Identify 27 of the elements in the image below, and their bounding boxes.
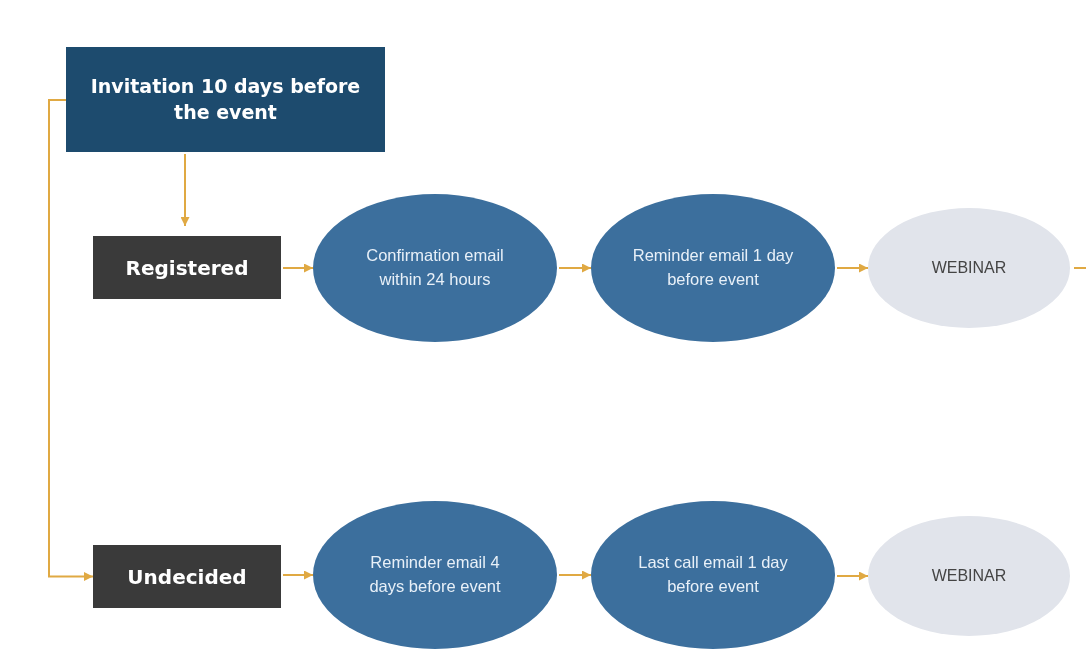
node-label: Registered <box>125 255 249 280</box>
event-ellipse <box>868 208 1070 328</box>
node-label: Confirmation email within 24 hours <box>365 245 505 290</box>
connector-line <box>1073 267 1086 269</box>
step-box <box>66 47 385 152</box>
email-ellipse <box>591 194 835 342</box>
node-label: Reminder email 4 days before event <box>368 552 502 597</box>
node-label: Undecided <box>127 564 247 589</box>
email-ellipse <box>313 194 557 342</box>
arrow <box>180 153 190 227</box>
arrow <box>48 99 94 581</box>
node-label: Last call email 1 day before event <box>637 552 789 597</box>
arrow <box>282 263 314 273</box>
email-ellipse <box>313 501 557 649</box>
node-label: Reminder email 1 day before event <box>631 245 795 290</box>
group-box <box>93 236 281 299</box>
arrow <box>558 570 592 580</box>
email-ellipse <box>591 501 835 649</box>
arrow <box>836 571 869 581</box>
arrow <box>282 570 314 580</box>
event-ellipse <box>868 516 1070 636</box>
arrow <box>836 263 869 273</box>
node-label: WEBINAR <box>931 259 1007 277</box>
arrow <box>558 263 592 273</box>
node-label: WEBINAR <box>931 567 1007 585</box>
group-box <box>93 545 281 608</box>
node-label: Invitation 10 days before the event <box>89 73 362 125</box>
